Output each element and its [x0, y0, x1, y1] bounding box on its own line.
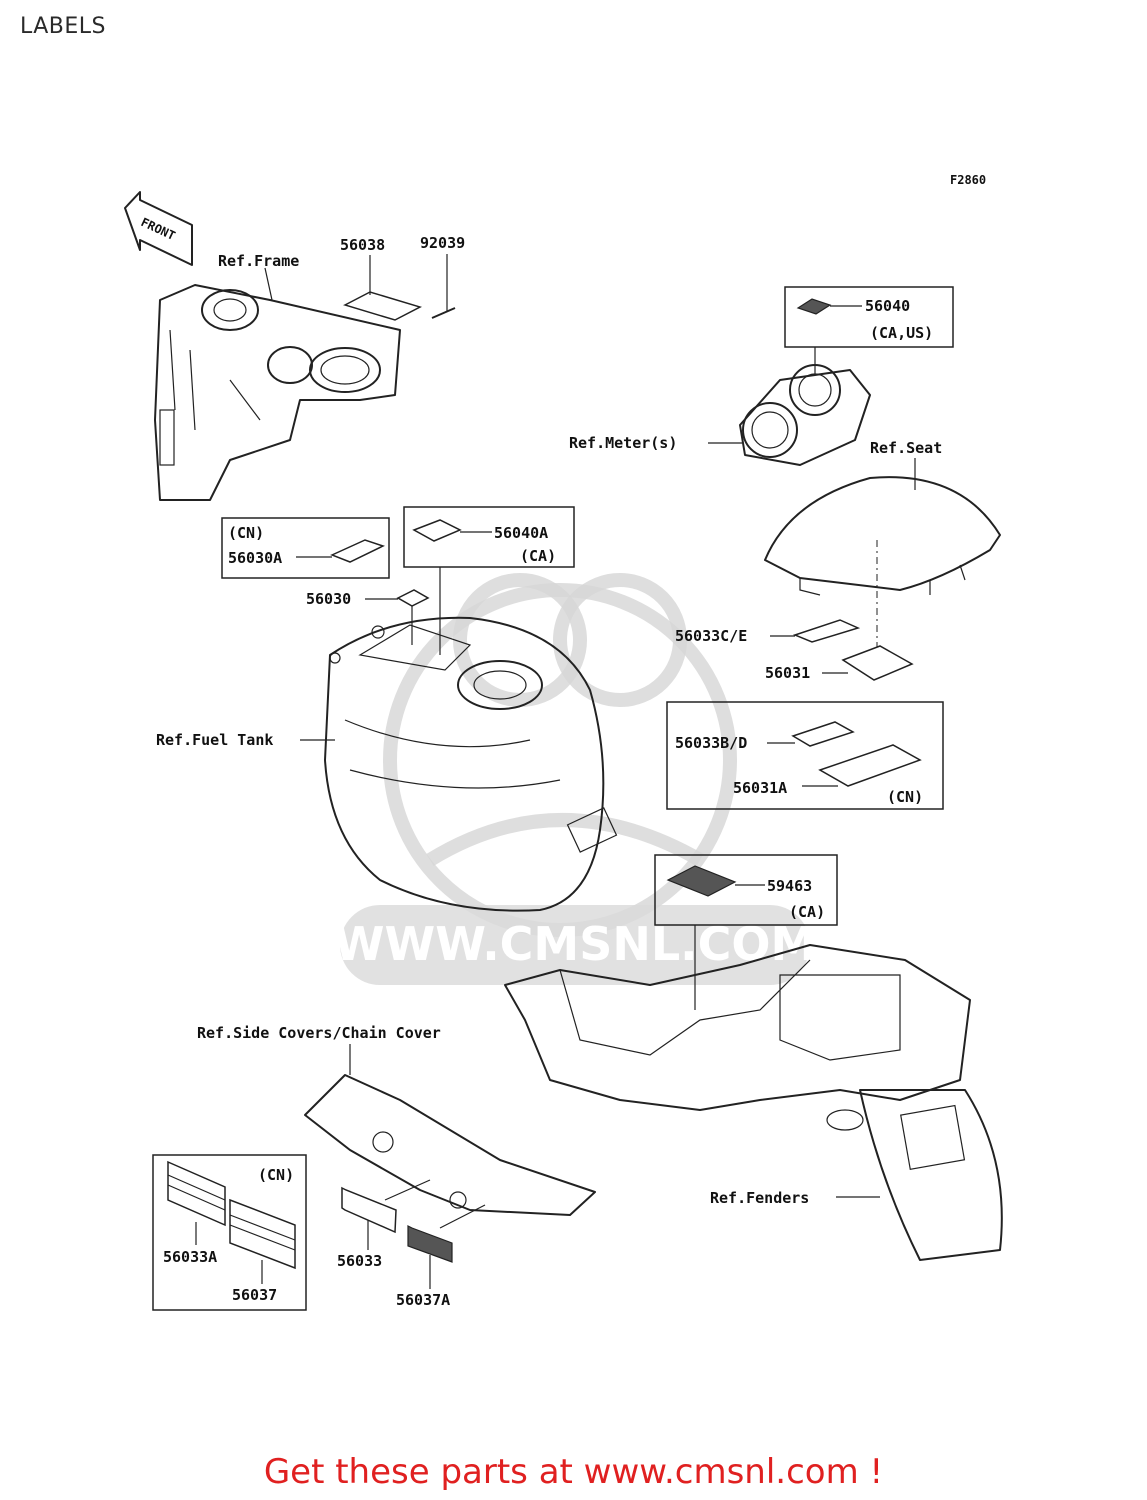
- get-parts-link[interactable]: Get these parts at www.cmsnl.com !: [263, 1452, 884, 1492]
- part-56030a: 56030A: [228, 549, 282, 567]
- front-arrow-icon: FRONT: [124, 191, 193, 266]
- label-56033a: [167, 1160, 226, 1227]
- ref-side-covers-label: Ref.Side Covers/Chain Cover: [197, 1024, 441, 1042]
- label-56037: [229, 1198, 296, 1270]
- label-56040a: [412, 519, 462, 542]
- part-56033ce: 56033C/E: [675, 627, 747, 645]
- part-59463-region: (CA): [789, 903, 825, 921]
- screw-92039: [431, 307, 456, 319]
- part-56030: 56030: [306, 590, 351, 608]
- ref-fenders-label: Ref.Fenders: [710, 1189, 809, 1207]
- front-marker: FRONT: [139, 215, 178, 243]
- label-56038: [343, 291, 422, 321]
- label-56030: [396, 589, 430, 607]
- box-56031a: [666, 701, 944, 810]
- part-56031a: 56031A: [733, 779, 787, 797]
- box-56033a: [152, 1154, 307, 1311]
- part-92039: 92039: [420, 234, 465, 252]
- part-56033bd: 56033B/D: [675, 734, 747, 752]
- box-56030a: [221, 517, 390, 579]
- part-56040-region: (CA,US): [870, 324, 933, 342]
- part-56038: 56038: [340, 236, 385, 254]
- label-59463: [666, 865, 737, 897]
- fuel-tank-drawing: [324, 616, 618, 912]
- box-59463: [654, 854, 838, 926]
- fenders-drawing: [504, 944, 1003, 1261]
- part-56031: 56031: [765, 664, 810, 682]
- label-56031a: [818, 744, 922, 787]
- part-56040a: 56040A: [494, 524, 548, 542]
- ref-frame-label: Ref.Frame: [218, 252, 299, 270]
- part-56033a: 56033A: [163, 1248, 217, 1266]
- frame-drawing: [154, 284, 401, 501]
- box-56040a: [403, 506, 575, 568]
- label-56033bd: [791, 721, 855, 747]
- ref-fuel-tank-label: Ref.Fuel Tank: [156, 731, 273, 749]
- label-56033ce: [792, 619, 861, 643]
- part-56040: 56040: [865, 297, 910, 315]
- part-56030a-region: (CN): [228, 524, 264, 542]
- part-56033a-region: (CN): [258, 1166, 294, 1184]
- part-56037: 56037: [232, 1286, 277, 1304]
- meter-drawing: [739, 364, 871, 466]
- part-56037a: 56037A: [396, 1291, 450, 1309]
- ref-seat-label: Ref.Seat: [870, 439, 942, 457]
- label-56031: [841, 645, 914, 681]
- part-56033: 56033: [337, 1252, 382, 1270]
- seat-drawing: [764, 476, 1001, 596]
- label-56037a: [407, 1225, 453, 1263]
- label-56030a: [330, 539, 385, 563]
- ref-meter-label: Ref.Meter(s): [569, 434, 677, 452]
- figure-code: F2860: [950, 173, 986, 187]
- part-56040a-region: (CA): [520, 547, 556, 565]
- page-title: LABELS: [20, 14, 107, 39]
- watermark-text: WWW.CMSNL.COM: [334, 917, 817, 971]
- box-56040: [784, 286, 954, 348]
- part-59463: 59463: [767, 877, 812, 895]
- label-56033: [341, 1186, 397, 1234]
- part-56031a-region: (CN): [887, 788, 923, 806]
- label-56040: [796, 298, 832, 315]
- chain-cover-drawing: [304, 1074, 596, 1216]
